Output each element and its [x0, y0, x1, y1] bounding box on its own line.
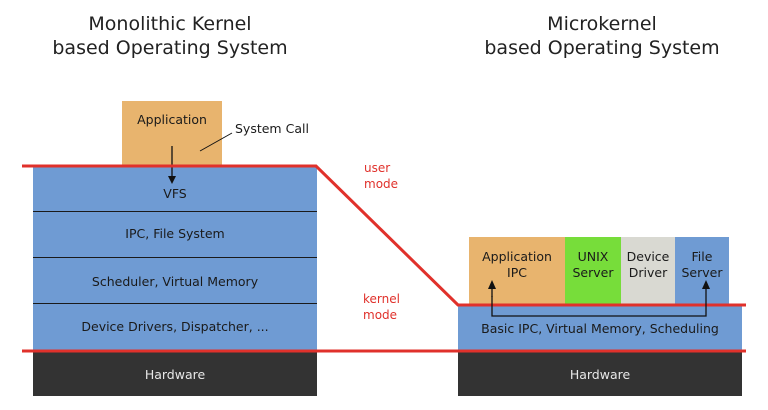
hardware-label: Hardware — [569, 366, 631, 382]
layer-device-drivers: Device Drivers, Dispatcher, ... — [81, 319, 269, 334]
layer-divider — [33, 211, 317, 212]
hardware-block-microkernel: Hardware — [458, 352, 742, 396]
ipc-arrowhead-right — [702, 280, 710, 289]
microkernel-core: Basic IPC, Virtual Memory, Scheduling — [458, 306, 742, 351]
kernel-label: Basic IPC, Virtual Memory, Scheduling — [481, 321, 719, 336]
application-label: Application — [137, 112, 207, 127]
monolithic-title: Monolithic Kernel based Operating System — [52, 13, 288, 59]
ipc-arrowhead-left — [488, 280, 496, 289]
server-label: UNIX Server — [572, 249, 614, 280]
user-kernel-boundary — [22, 164, 746, 307]
monolithic-kernel: VFS IPC, File System Scheduler, Virtual … — [33, 167, 317, 350]
server-label: Application IPC — [482, 249, 552, 280]
system-call-label: System Call — [235, 121, 309, 136]
layer-vfs: VFS — [163, 186, 187, 201]
hardware-block-monolithic: Hardware — [33, 352, 317, 396]
layer-scheduler: Scheduler, Virtual Memory — [91, 274, 259, 289]
server-application-ipc: Application IPC — [469, 237, 565, 305]
layer-ipc-file-system: IPC, File System — [125, 226, 225, 241]
server-device-driver: Device Driver — [621, 237, 675, 305]
user-mode-label: user mode — [364, 161, 399, 191]
server-label: File Server — [681, 249, 723, 280]
layer-divider — [33, 257, 317, 258]
layer-divider — [33, 303, 317, 304]
server-file: File Server — [675, 237, 729, 305]
server-label: Device Driver — [626, 249, 670, 280]
ipc-arrow — [491, 288, 707, 317]
system-call-pointer — [199, 132, 233, 152]
hardware-label: Hardware — [144, 366, 206, 382]
server-unix: UNIX Server — [565, 237, 621, 305]
kernel-mode-label: kernel mode — [363, 292, 400, 322]
microkernel-title: Microkernel based Operating System — [484, 13, 720, 59]
